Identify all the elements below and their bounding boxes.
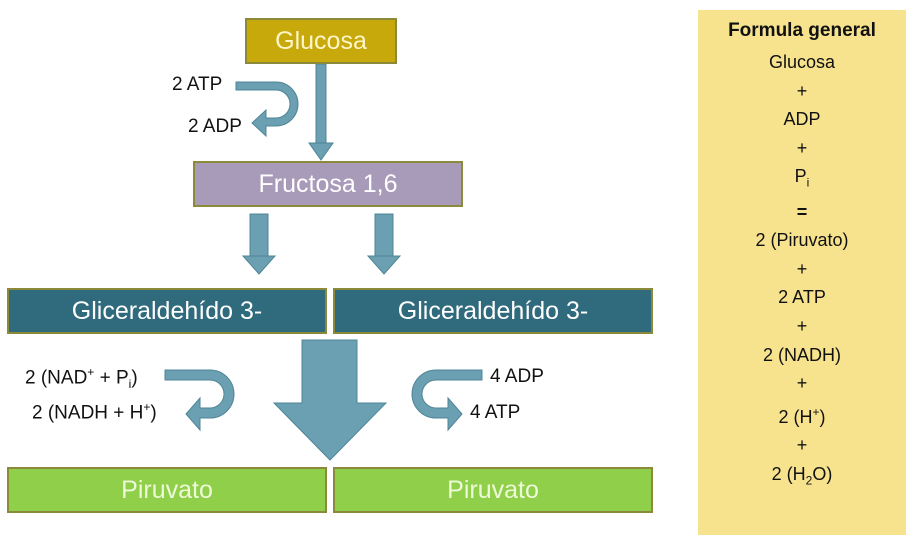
formula-glucosa: Glucosa bbox=[768, 52, 836, 72]
nad-prefix: 2 (NAD bbox=[25, 367, 88, 389]
label-atp-in: 2 ATP bbox=[172, 74, 223, 95]
formula-nadh: 2 (NADH) bbox=[762, 344, 841, 365]
formula-adp: ADP bbox=[783, 109, 821, 130]
formula-h: 2 (H+) bbox=[698, 398, 906, 432]
arrow-glucosa-to-fructosa bbox=[308, 63, 334, 161]
formula-plus: + bbox=[796, 315, 808, 336]
formula-pi: Pi bbox=[698, 162, 906, 197]
arrow-nad-to-nadh bbox=[164, 369, 235, 432]
formula-title: Formula general bbox=[728, 20, 876, 41]
h-sup: + bbox=[812, 404, 820, 419]
arrow-fructosa-to-gliceraldehido-right bbox=[366, 213, 402, 275]
node-piruvato-right: Piruvato bbox=[333, 467, 653, 513]
label-nad-in: 2 (NAD+ + Pi) bbox=[25, 365, 138, 391]
nadh-prefix: 2 (NADH + H bbox=[32, 402, 144, 424]
nadh-suffix: ) bbox=[150, 402, 157, 424]
formula-panel: Formula general Glucosa + ADP + Pi = 2 (… bbox=[698, 10, 906, 535]
h2o-sub: 2 bbox=[805, 473, 813, 488]
label-adp-in: 4 ADP bbox=[490, 366, 544, 387]
arrow-fructosa-to-gliceraldehido-left bbox=[241, 213, 277, 275]
p-text: P bbox=[794, 166, 807, 187]
node-gliceraldehido-left: Gliceraldehído 3- bbox=[7, 288, 327, 334]
node-fructosa: Fructosa 1,6 bbox=[193, 161, 463, 207]
formula-piruvato: 2 (Piruvato) bbox=[755, 230, 849, 251]
label-adp-out: 2 ADP bbox=[188, 116, 242, 137]
formula-plus: + bbox=[796, 373, 808, 394]
label-atp-out: 4 ATP bbox=[470, 402, 521, 423]
formula-plus: + bbox=[796, 80, 808, 101]
formula-plus: + bbox=[796, 435, 808, 456]
formula-plus: + bbox=[796, 258, 808, 279]
node-gliceraldehido-right: Gliceraldehído 3- bbox=[333, 288, 653, 334]
formula-h2o: 2 (H2O) bbox=[698, 460, 906, 495]
big-arrow-down bbox=[272, 339, 388, 461]
node-piruvato-left: Piruvato bbox=[7, 467, 327, 513]
arrow-atp-to-adp bbox=[235, 81, 299, 138]
formula-plus: + bbox=[796, 137, 808, 158]
nad-sub: i bbox=[128, 377, 132, 392]
h-suffix: ) bbox=[819, 406, 826, 427]
nad-suffix: ) bbox=[131, 367, 138, 389]
h2o-prefix: 2 (H bbox=[771, 463, 806, 484]
node-glucosa: Glucosa bbox=[245, 18, 397, 64]
nad-mid: + P bbox=[94, 367, 129, 389]
label-nadh-out: 2 (NADH + H+) bbox=[32, 400, 157, 424]
formula-atp: 2 ATP bbox=[778, 287, 826, 308]
formula-equals: = bbox=[796, 201, 808, 222]
p-sub: i bbox=[806, 175, 810, 190]
arrow-adp-to-atp bbox=[411, 369, 483, 432]
nad-sup: + bbox=[87, 365, 95, 379]
h2o-suffix: O) bbox=[812, 463, 833, 484]
h-prefix: 2 (H bbox=[778, 406, 813, 427]
nadh-sup: + bbox=[143, 400, 151, 414]
